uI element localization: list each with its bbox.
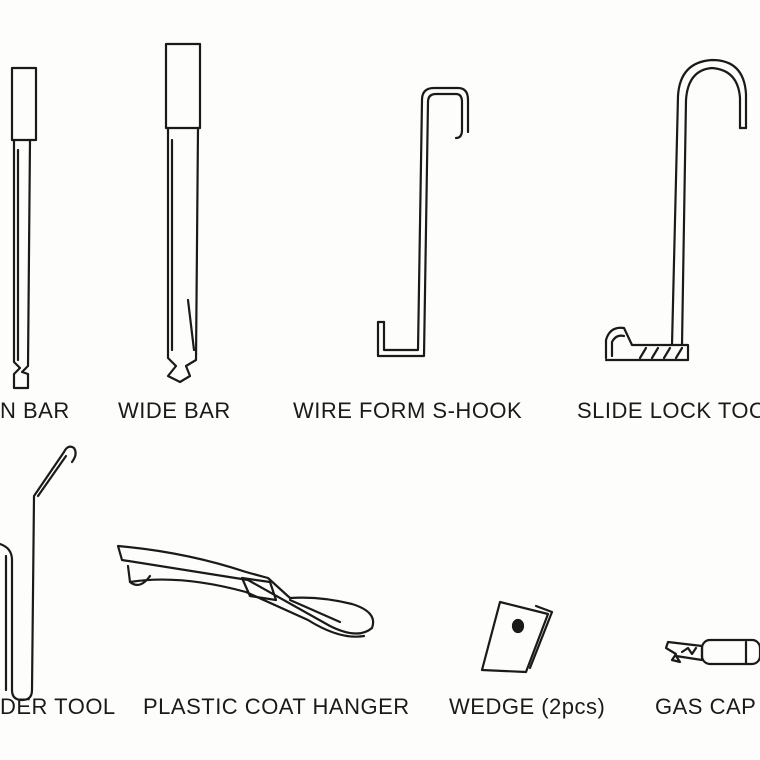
tool-label-gas-cap: GAS CAP: [655, 694, 757, 719]
slide-lock-tool-illustration: [604, 58, 748, 362]
long-reach-tool-illustration: [0, 445, 77, 702]
tool-label-wire-form-s-hook: WIRE FORM S-HOOK: [293, 398, 523, 423]
tool-label-wedge: WEDGE (2pcs): [449, 694, 606, 719]
tool-label-thin-bar: N BAR: [0, 398, 70, 423]
tool-label-long-reach-tool: DER TOOL: [0, 694, 116, 719]
wide-bar-illustration: [164, 42, 202, 384]
wire-form-s-hook-illustration: [376, 86, 470, 358]
thin-bar-illustration: [10, 66, 38, 390]
gas-cap-tool-illustration: [664, 638, 760, 666]
wedge-illustration: [480, 600, 554, 674]
tool-label-slide-lock-tool: SLIDE LOCK TOO: [577, 398, 760, 423]
plastic-coat-hanger-illustration: [116, 544, 375, 638]
tool-label-wide-bar: WIDE BAR: [118, 398, 231, 423]
tool-label-plastic-coat-hanger: PLASTIC COAT HANGER: [143, 694, 410, 719]
